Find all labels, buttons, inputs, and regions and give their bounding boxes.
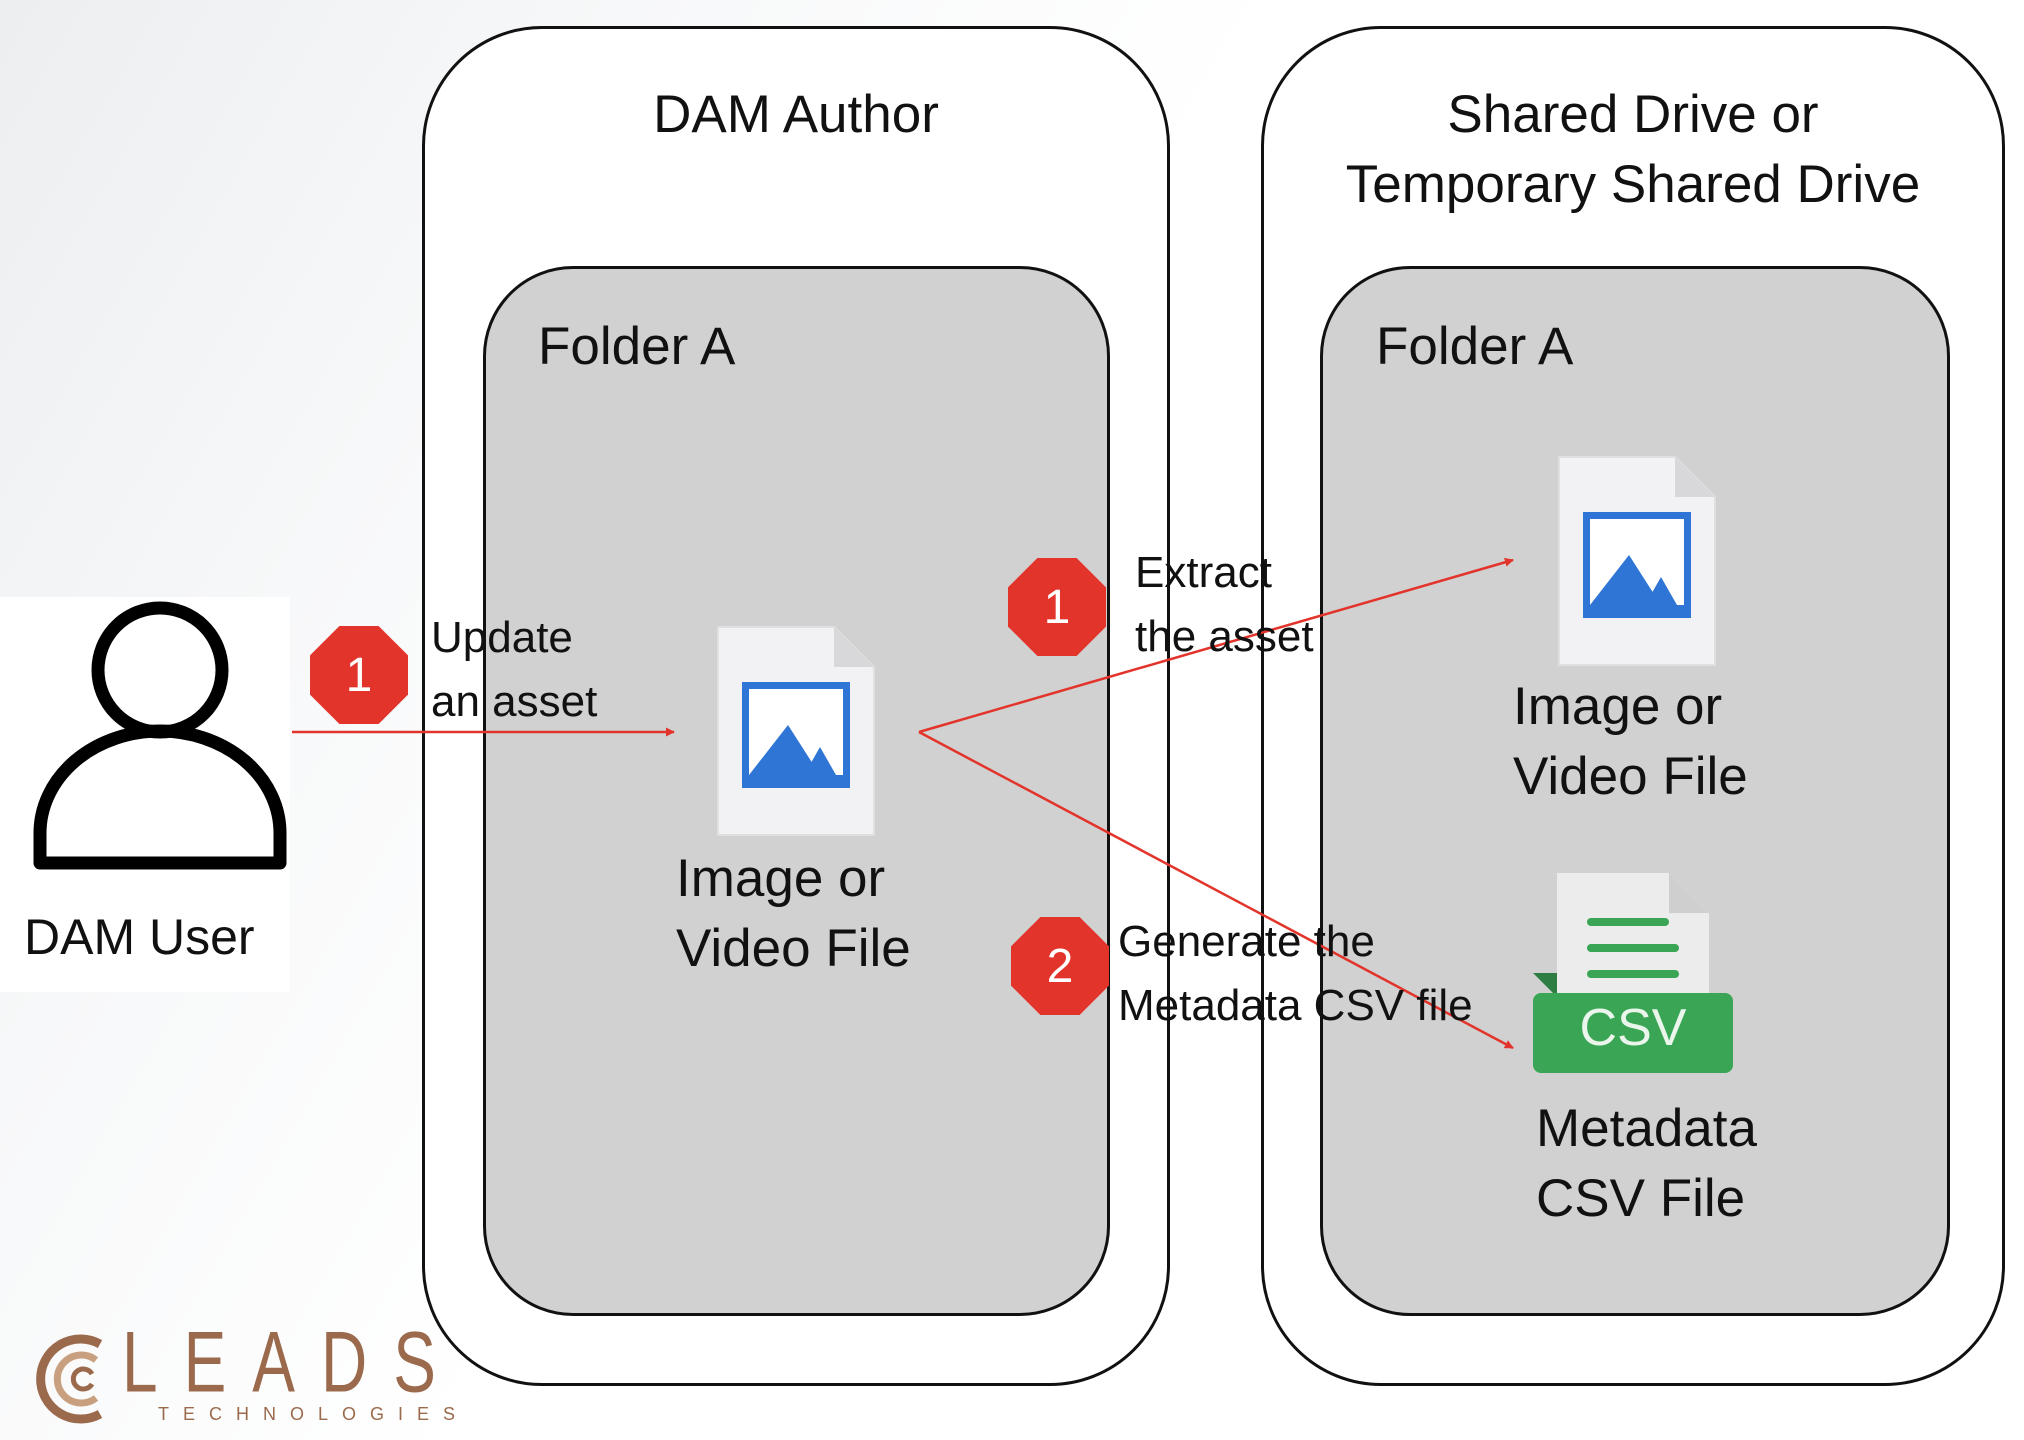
step-badge-update: 1 [310, 626, 408, 724]
company-logo: LEADS TECHNOLOGIES [30, 1312, 455, 1432]
step-badge-generate: 2 [1011, 917, 1109, 1015]
step-label-generate-line1: Generate the [1118, 917, 1375, 966]
shared-drive-title: Shared Drive or Temporary Shared Drive [1261, 80, 2005, 221]
step-label-update: Update an asset [431, 606, 597, 734]
csv-file-icon[interactable] [1533, 873, 1738, 1078]
shared-drive-file-label-line2: Video File [1513, 747, 1748, 807]
csv-file-label-line1: Metadata [1536, 1099, 1757, 1158]
csv-badge-text: CSV [1579, 999, 1687, 1057]
shared-drive-title-line1: Shared Drive or [1447, 85, 1819, 144]
logo-tagline: TECHNOLOGIES [158, 1404, 470, 1424]
image-file-icon[interactable] [716, 625, 876, 837]
step-label-extract-line1: Extract [1135, 548, 1272, 597]
dam-author-folder-label: Folder A [538, 317, 736, 376]
shared-drive-title-line2: Temporary Shared Drive [1345, 155, 1921, 215]
step-label-generate: Generate the Metadata CSV file [1118, 910, 1473, 1038]
csv-file-label: Metadata CSV File [1536, 1094, 1757, 1235]
shared-drive-folder-label: Folder A [1376, 317, 1574, 376]
step-label-extract: Extract the asset [1135, 541, 1314, 669]
shared-drive-file-label-line1: Image or [1513, 677, 1723, 736]
step-label-update-line1: Update [431, 613, 573, 662]
logo-word: LEADS [122, 1313, 462, 1411]
dam-author-file-label: Image or Video File [676, 844, 911, 985]
step-label-generate-line2: Metadata CSV file [1118, 980, 1473, 1030]
dam-author-title: DAM Author [653, 85, 939, 144]
csv-file-label-line2: CSV File [1536, 1169, 1746, 1229]
step-badge-extract: 1 [1008, 558, 1106, 656]
step-label-extract-line2: the asset [1135, 611, 1314, 661]
image-file-icon[interactable] [1557, 455, 1717, 667]
dam-author-file-label-line2: Video File [676, 919, 911, 979]
dam-author-file-label-line1: Image or [676, 849, 886, 908]
user-label: DAM User [24, 909, 255, 965]
shared-drive-file-label: Image or Video File [1513, 672, 1748, 813]
logo-swirl-icon [36, 1334, 103, 1424]
user-icon [33, 601, 287, 870]
step-label-update-line2: an asset [431, 676, 598, 726]
